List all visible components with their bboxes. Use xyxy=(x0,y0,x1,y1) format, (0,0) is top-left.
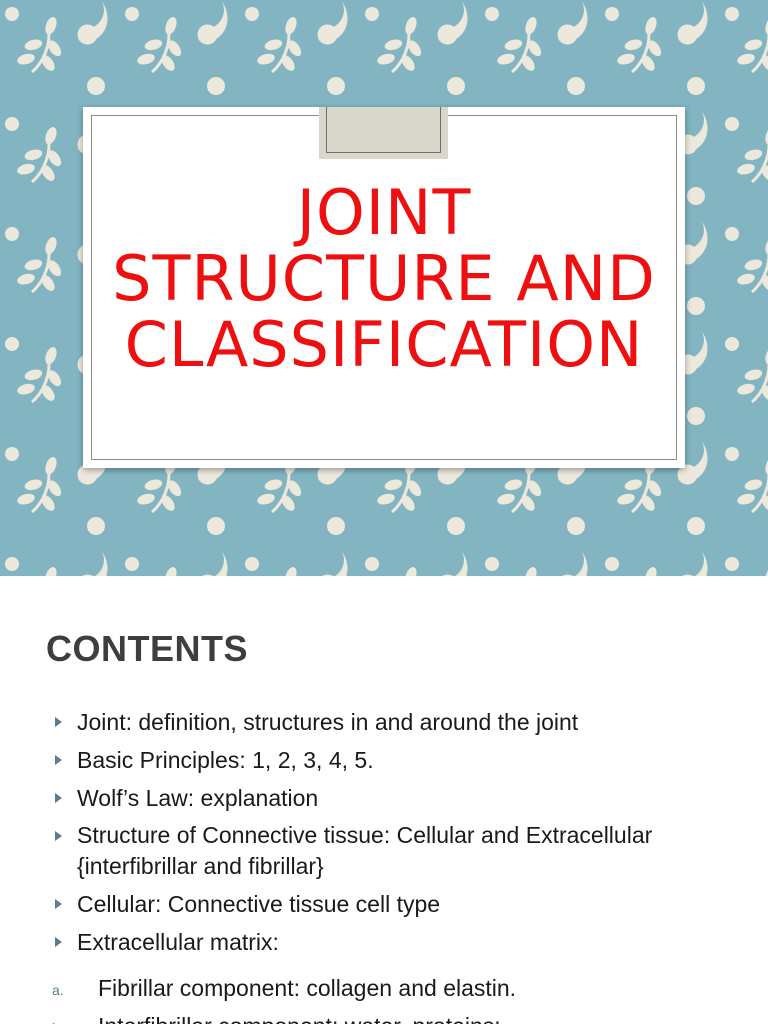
list-item-text: Structure of Connective tissue: Cellular… xyxy=(77,822,653,879)
list-item-text: Joint: definition, structures in and aro… xyxy=(77,709,579,735)
contents-heading: CONTENTS xyxy=(46,628,248,669)
sub-list-marker: a. xyxy=(52,982,64,998)
list-item-text: Wolf’s Law: explanation xyxy=(77,785,319,811)
title-card-tab-border xyxy=(326,107,441,153)
list-item: Structure of Connective tissue: Cellular… xyxy=(52,820,667,882)
slide-title-line: JOINT xyxy=(296,176,472,249)
bullet-arrow-icon xyxy=(55,793,62,803)
title-slide: JOINT STRUCTURE AND CLASSIFICATION xyxy=(0,0,768,576)
slide-title-line: CLASSIFICATION xyxy=(124,308,644,381)
title-card xyxy=(83,107,685,468)
contents-list: Joint: definition, structures in and aro… xyxy=(52,706,752,964)
list-item-text: Basic Principles: 1, 2, 3, 4, 5. xyxy=(77,747,374,773)
list-item: Joint: definition, structures in and aro… xyxy=(52,706,752,738)
title-card-tab xyxy=(319,107,448,159)
contents-slide: CONTENTS Joint: definition, structures i… xyxy=(0,576,768,1024)
sub-list-item: b. Interfibrillar component: water, prot… xyxy=(52,1010,752,1024)
bullet-arrow-icon xyxy=(55,899,62,909)
list-item-text: Extracellular matrix: xyxy=(77,929,279,955)
list-item: Cellular: Connective tissue cell type xyxy=(52,888,752,920)
list-item: Wolf’s Law: explanation xyxy=(52,782,752,814)
slide-title: JOINT STRUCTURE AND CLASSIFICATION xyxy=(83,180,685,378)
sub-list-item-text: Fibrillar component: collagen and elasti… xyxy=(98,975,517,1001)
slide-title-line: STRUCTURE AND xyxy=(112,242,656,315)
list-item: Extracellular matrix: xyxy=(52,926,752,958)
contents-sublist: a. Fibrillar component: collagen and ela… xyxy=(52,972,752,1024)
list-item-text: Cellular: Connective tissue cell type xyxy=(77,891,441,917)
bullet-arrow-icon xyxy=(55,717,62,727)
sub-list-item: a. Fibrillar component: collagen and ela… xyxy=(52,972,752,1004)
list-item: Basic Principles: 1, 2, 3, 4, 5. xyxy=(52,744,752,776)
sub-list-marker: b. xyxy=(52,1012,64,1024)
bullet-arrow-icon xyxy=(55,937,62,947)
sub-list-item-text: Interfibrillar component: water, protein… xyxy=(98,1013,501,1024)
bullet-arrow-icon xyxy=(55,831,62,841)
bullet-arrow-icon xyxy=(55,755,62,765)
